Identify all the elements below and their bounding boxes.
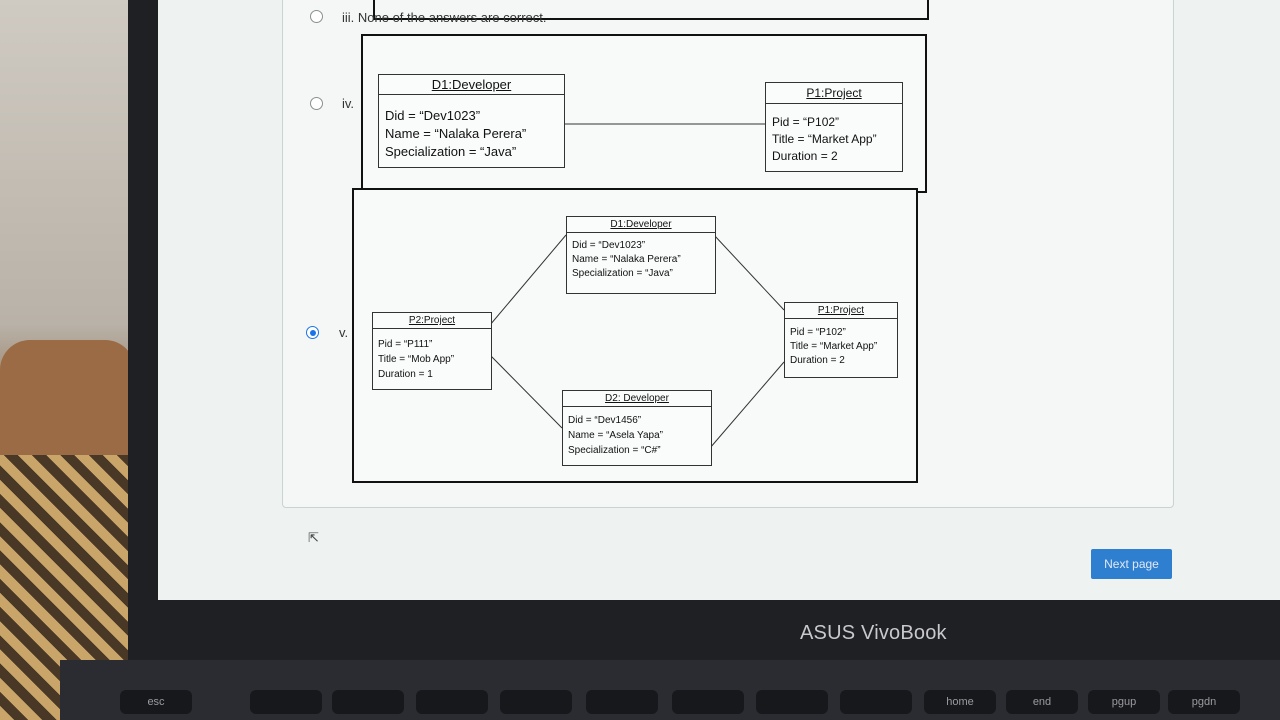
attribute-line: Specialization = “Java” xyxy=(385,144,517,159)
attribute-line: Duration = 2 xyxy=(790,355,845,366)
background-chair xyxy=(0,340,135,460)
object-title: D1:Developer xyxy=(567,217,715,233)
object-p1-project: P1:Project Pid = “P102” Title = “Market … xyxy=(765,82,903,172)
object-p2-project: P2:Project Pid = “P111” Title = “Mob App… xyxy=(372,312,492,390)
previous-answer-box xyxy=(373,0,929,20)
key-pgdn[interactable]: pgdn xyxy=(1168,690,1240,714)
radio-option-iii[interactable] xyxy=(310,10,323,23)
key-f4[interactable] xyxy=(500,690,572,714)
attribute-line: Name = “Asela Yapa” xyxy=(568,430,663,441)
attribute-line: Did = “Dev1023” xyxy=(572,240,646,251)
attribute-line: Name = “Nalaka Perera” xyxy=(572,254,681,265)
attribute-line: Duration = 1 xyxy=(378,369,433,380)
object-title: D1:Developer xyxy=(379,75,564,95)
object-d2-developer: D2: Developer Did = “Dev1456” Name = “As… xyxy=(562,390,712,466)
attribute-line: Pid = “P111” xyxy=(378,339,433,350)
key-end[interactable]: end xyxy=(1006,690,1078,714)
key-f8[interactable] xyxy=(840,690,912,714)
attribute-line: Pid = “P102” xyxy=(772,115,840,129)
diagram-iv: D1:Developer Did = “Dev1023” Name = “Nal… xyxy=(361,34,927,193)
key-f5[interactable] xyxy=(586,690,658,714)
attribute-line: Did = “Dev1023” xyxy=(385,108,481,123)
key-home[interactable]: home xyxy=(924,690,996,714)
key-f1[interactable] xyxy=(250,690,322,714)
attribute-line: Did = “Dev1456” xyxy=(568,415,642,426)
object-d1-developer: D1:Developer Did = “Dev1023” Name = “Nal… xyxy=(566,216,716,294)
option-iv-label: iv. xyxy=(342,96,355,111)
attribute-line: Title = “Market App” xyxy=(790,341,878,352)
next-page-button[interactable]: Next page xyxy=(1091,549,1172,579)
object-title: P2:Project xyxy=(373,313,491,329)
attribute-line: Specialization = “Java” xyxy=(572,268,673,279)
attribute-line: Title = “Mob App” xyxy=(378,354,455,365)
option-v-label: v. xyxy=(339,325,349,340)
key-f7[interactable] xyxy=(756,690,828,714)
object-title: P1:Project xyxy=(785,303,897,319)
radio-option-v[interactable] xyxy=(306,326,319,339)
association-line xyxy=(563,123,765,125)
radio-option-iv[interactable] xyxy=(310,97,323,110)
key-f6[interactable] xyxy=(672,690,744,714)
attribute-line: Pid = “P102” xyxy=(790,327,846,338)
attribute-line: Title = “Market App” xyxy=(772,132,877,146)
key-f2[interactable] xyxy=(332,690,404,714)
key-f3[interactable] xyxy=(416,690,488,714)
object-p1-project: P1:Project Pid = “P102” Title = “Market … xyxy=(784,302,898,378)
attribute-line: Specialization = “C#” xyxy=(568,445,661,456)
object-title: P1:Project xyxy=(766,83,902,104)
object-d1-developer: D1:Developer Did = “Dev1023” Name = “Nal… xyxy=(378,74,565,168)
attribute-line: Duration = 2 xyxy=(772,149,838,163)
key-pgup[interactable]: pgup xyxy=(1088,690,1160,714)
mouse-pointer-icon: ⇱ xyxy=(308,530,319,545)
association-lines xyxy=(489,234,785,449)
attribute-line: Name = “Nalaka Perera” xyxy=(385,126,527,141)
laptop-brand-logo: ASUS VivoBook xyxy=(800,622,947,644)
keyboard: esc home end pgup pgdn xyxy=(60,660,1280,720)
object-title: D2: Developer xyxy=(563,391,711,407)
key-esc[interactable]: esc xyxy=(120,690,192,714)
laptop-screen: iii. None of the answers are correct. iv… xyxy=(158,0,1280,600)
diagram-v: D1:Developer Did = “Dev1023” Name = “Nal… xyxy=(352,188,918,483)
option-iii-label: iii. None of the answers are correct. xyxy=(342,10,547,25)
